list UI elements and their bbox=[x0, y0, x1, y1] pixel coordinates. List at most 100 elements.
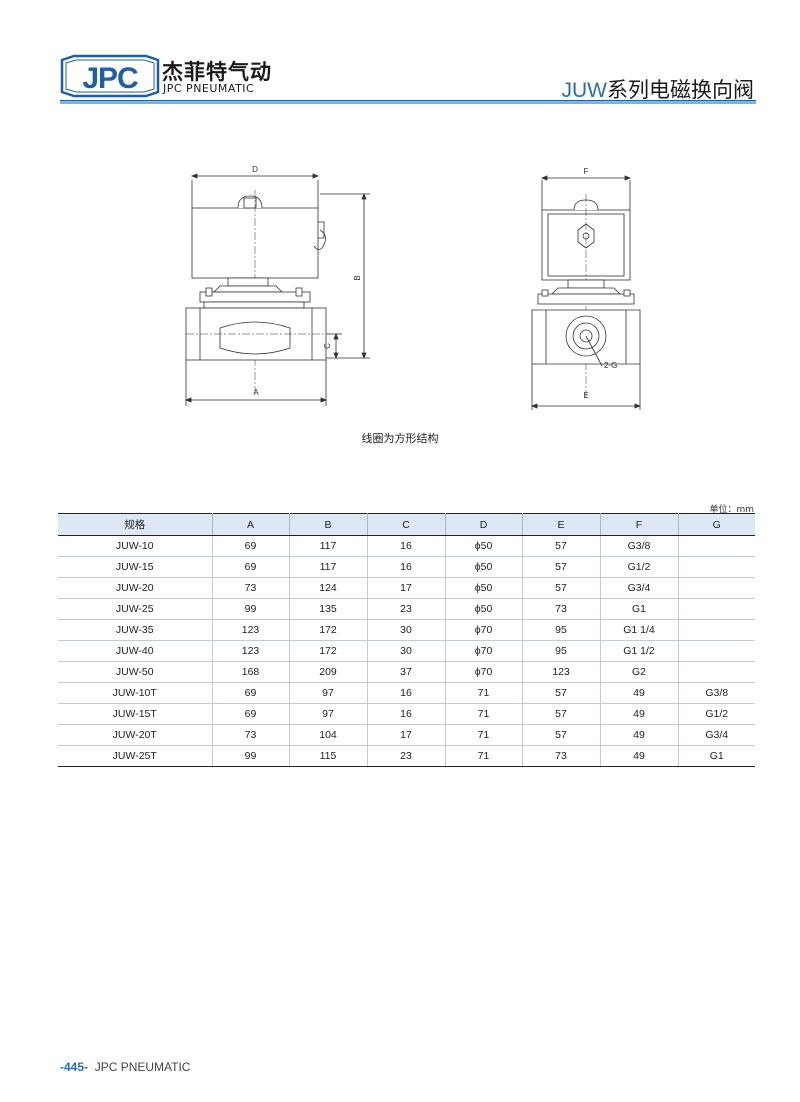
table-cell: 71 bbox=[444, 703, 522, 725]
table-cell bbox=[677, 640, 755, 662]
table-cell: 71 bbox=[444, 724, 522, 746]
table-cell: 124 bbox=[288, 577, 367, 599]
table-cell: 123 bbox=[211, 640, 289, 662]
table-cell: 95 bbox=[521, 619, 600, 641]
front-view: D B C A bbox=[184, 165, 370, 406]
header-rule bbox=[60, 100, 756, 104]
page-footer: -445- JPC PNEUMATIC bbox=[60, 1060, 190, 1074]
table-cell: G3/8 bbox=[677, 682, 755, 704]
table-cell bbox=[677, 619, 755, 641]
table-cell: 71 bbox=[444, 682, 522, 704]
table-cell: JUW-35 bbox=[58, 619, 212, 641]
table-cell: G1 1/2 bbox=[599, 640, 678, 662]
dim-label-b: B bbox=[353, 275, 362, 280]
table-cell bbox=[677, 535, 755, 557]
table-cell: 16 bbox=[366, 703, 445, 725]
footer-brand: JPC PNEUMATIC bbox=[94, 1060, 191, 1074]
table-cell: 73 bbox=[211, 577, 289, 599]
table-cell bbox=[677, 556, 755, 578]
header-d: D bbox=[444, 513, 522, 536]
table-cell: 30 bbox=[366, 640, 445, 662]
table-header-row: 规格 A B C D E F G bbox=[58, 513, 755, 536]
table-cell: JUW-40 bbox=[58, 640, 212, 662]
table-cell: 57 bbox=[521, 535, 600, 557]
table-cell: 123 bbox=[211, 619, 289, 641]
header-e: E bbox=[521, 513, 600, 536]
table-cell bbox=[677, 577, 755, 599]
table-cell: 69 bbox=[211, 682, 289, 704]
table-cell: JUW-50 bbox=[58, 661, 212, 683]
table-cell: 117 bbox=[288, 556, 367, 578]
table-cell: 73 bbox=[521, 598, 600, 620]
table-cell: G1/2 bbox=[599, 556, 678, 578]
logo-letters: JPC bbox=[82, 62, 138, 95]
dim-label-f: F bbox=[584, 167, 589, 176]
table-cell: 49 bbox=[599, 682, 678, 704]
table-cell: G1 bbox=[599, 598, 678, 620]
table-cell: 71 bbox=[444, 745, 522, 767]
table-cell: 16 bbox=[366, 682, 445, 704]
table-cell: 95 bbox=[521, 640, 600, 662]
table-cell: JUW-10T bbox=[58, 682, 212, 704]
unit-label: 单位：mm bbox=[709, 505, 754, 515]
table-cell: G1 1/4 bbox=[599, 619, 678, 641]
table-cell: 37 bbox=[366, 661, 445, 683]
table-cell: 49 bbox=[599, 745, 678, 767]
table-cell: 69 bbox=[211, 556, 289, 578]
table-cell: ϕ50 bbox=[444, 598, 522, 620]
table-cell: 16 bbox=[366, 535, 445, 557]
header-b: B bbox=[288, 513, 367, 536]
header-a: A bbox=[211, 513, 289, 536]
table-cell: G2 bbox=[599, 661, 678, 683]
table-cell: JUW-15 bbox=[58, 556, 212, 578]
table-cell: 115 bbox=[288, 745, 367, 767]
dim-label-c: C bbox=[323, 343, 332, 349]
table-cell: JUW-25 bbox=[58, 598, 212, 620]
table-cell: 172 bbox=[288, 640, 367, 662]
dim-label-a: A bbox=[253, 388, 259, 397]
table-cell: ϕ70 bbox=[444, 640, 522, 662]
series-model: JUW bbox=[561, 79, 608, 102]
table-cell bbox=[677, 598, 755, 620]
table-cell: 99 bbox=[211, 745, 289, 767]
table-cell: G3/8 bbox=[599, 535, 678, 557]
table-cell: 69 bbox=[211, 703, 289, 725]
table-cell: ϕ50 bbox=[444, 577, 522, 599]
table-cell: 97 bbox=[288, 682, 367, 704]
table-cell: 23 bbox=[366, 598, 445, 620]
table-cell: 49 bbox=[599, 724, 678, 746]
table-cell bbox=[677, 661, 755, 683]
table-cell: 97 bbox=[288, 703, 367, 725]
jpc-logo: JPC bbox=[60, 54, 160, 98]
table-cell: 57 bbox=[521, 556, 600, 578]
table-cell: 57 bbox=[521, 682, 600, 704]
table-cell: 57 bbox=[521, 724, 600, 746]
series-name: 系列电磁换向阀 bbox=[607, 78, 754, 102]
table-cell: 117 bbox=[288, 535, 367, 557]
table-cell: G3/4 bbox=[599, 577, 678, 599]
brand-name-en: JPC PNEUMATIC bbox=[163, 82, 255, 95]
table-cell: ϕ70 bbox=[444, 661, 522, 683]
header-c: C bbox=[366, 513, 445, 536]
dim-label-d: D bbox=[252, 165, 258, 174]
table-cell: 23 bbox=[366, 745, 445, 767]
valve-drawing: D B C A bbox=[184, 165, 642, 410]
series-title: JUW系列电磁换向阀 bbox=[562, 74, 755, 104]
table-cell: 104 bbox=[288, 724, 367, 746]
table-cell: 57 bbox=[521, 577, 600, 599]
table-cell: 30 bbox=[366, 619, 445, 641]
table-cell: 17 bbox=[366, 724, 445, 746]
table-cell: 123 bbox=[521, 661, 600, 683]
table-cell: ϕ50 bbox=[444, 556, 522, 578]
table-cell: JUW-15T bbox=[58, 703, 212, 725]
brand-name-cn: 杰菲特气动 bbox=[162, 60, 272, 84]
